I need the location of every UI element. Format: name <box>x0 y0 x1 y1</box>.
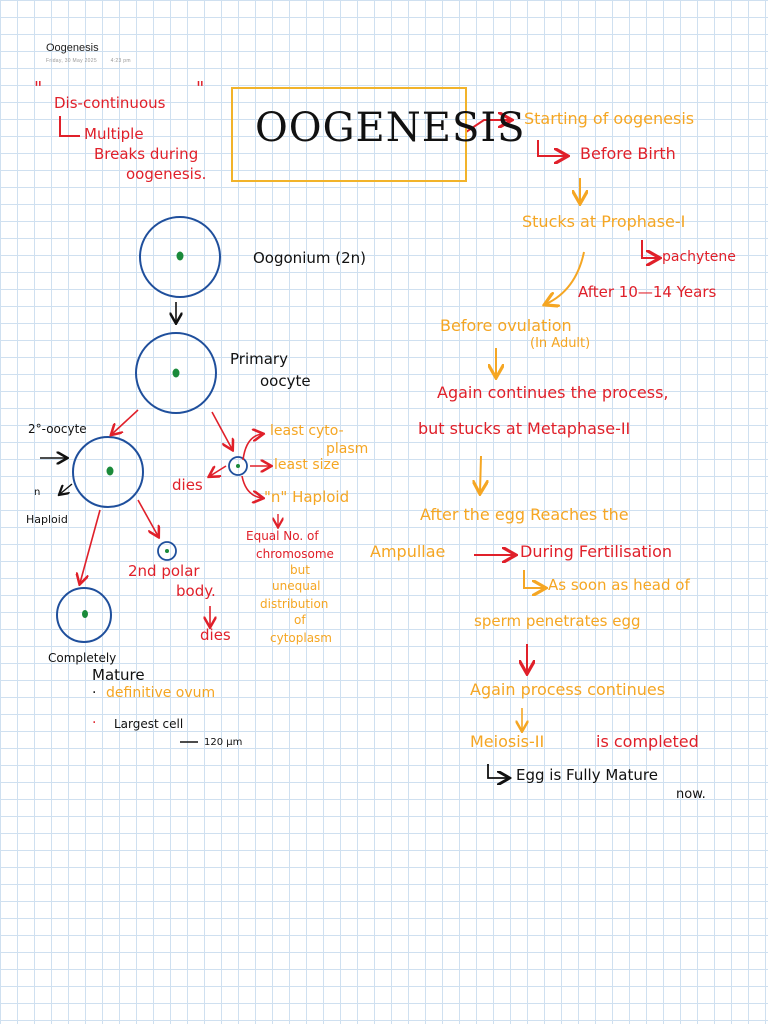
stucks-prophase-label: Stucks at Prophase-I <box>522 212 686 231</box>
equal-label: Equal No. of <box>246 529 319 543</box>
hook-as-soon <box>523 570 544 588</box>
body-label: body. <box>176 582 216 600</box>
hook-egg-mature <box>487 764 508 778</box>
n-label: n <box>34 487 41 498</box>
breaks-label: Breaks during <box>94 145 199 163</box>
secondary-oocyte-label: 2°-oocyte <box>28 422 87 436</box>
least-size-label: least size <box>274 457 340 473</box>
sperm-label: sperm penetrates egg <box>474 612 641 630</box>
first-polar-body-cell <box>228 456 248 476</box>
arrow-primary-to-secondary <box>112 409 139 434</box>
mature-label: Mature <box>92 666 145 684</box>
arrow-polar1-dies <box>210 465 227 476</box>
n-haploid-label: "n" Haploid <box>264 488 350 506</box>
but-label: but <box>290 563 310 577</box>
discontinuous-label: Dis-continuous <box>54 94 166 112</box>
hook-discontinuous <box>59 116 80 137</box>
primary-oocyte-cell <box>135 332 217 414</box>
oogonium-cell <box>139 216 221 298</box>
is-completed-label: is completed <box>596 732 699 751</box>
page-header: Oogenesis Friday, 30 May 2025 4:23 pm <box>46 42 143 64</box>
title-oogenesis: OOGENESIS <box>255 105 526 151</box>
distribution-label: distribution <box>260 597 329 611</box>
multiple-label: Multiple <box>84 125 144 143</box>
oocyte-label: oocyte <box>260 372 311 390</box>
arrow-prophase-to-years <box>546 251 585 304</box>
again-continues-label: Again continues the process, <box>437 383 669 402</box>
arrow-polar1-cyto <box>242 434 262 461</box>
quote-open: " <box>34 78 43 99</box>
title-box: OOGENESIS <box>231 87 525 182</box>
arrow-polar1-haploid <box>241 475 262 498</box>
page-time: 4:23 pm <box>110 58 131 64</box>
page-date: Friday, 30 May 2025 <box>46 58 97 64</box>
ampullae-label: Ampullae <box>370 542 446 561</box>
bullet-dot-b: · <box>92 715 97 731</box>
completely-label: Completely <box>48 651 117 665</box>
arrow-title-to-starting <box>465 120 510 133</box>
in-adult-label: (In Adult) <box>530 336 591 351</box>
during-fert-label: During Fertilisation <box>520 542 673 561</box>
plasm-label: plasm <box>326 441 369 457</box>
mature-ovum-cell <box>56 587 112 643</box>
of-label: of <box>294 613 306 627</box>
oogenesis-label: oogenesis. <box>126 165 207 183</box>
hook-pachytene <box>641 240 658 258</box>
now-label: now. <box>676 787 706 802</box>
unequal-label: unequal <box>272 579 321 593</box>
arrow-secondary-to-mature <box>80 509 101 583</box>
least-cyto-label: least cyto- <box>270 423 344 439</box>
second-polar-body-cell <box>157 541 177 561</box>
page-meta: Friday, 30 May 2025 4:23 pm <box>46 58 143 64</box>
hook-before-birth <box>537 140 566 156</box>
arrow-secondary-to-polar2 <box>137 499 158 536</box>
haploid-label: Haploid <box>26 513 68 526</box>
definitive-ovum-label: definitive ovum <box>106 685 216 701</box>
again-process-label: Again process continues <box>470 680 666 699</box>
as-soon-label: As soon as head of <box>548 576 690 594</box>
after-years-label: After 10—14 Years <box>578 283 717 301</box>
dies-left-label: dies <box>172 476 203 494</box>
largest-cell-label: Largest cell <box>114 717 184 731</box>
primary-label: Primary <box>230 350 288 368</box>
dies-bottom-label: dies <box>200 626 231 644</box>
egg-mature-label: Egg is Fully Mature <box>516 766 658 784</box>
secondary-oocyte-cell <box>72 436 144 508</box>
cytoplasm-label: cytoplasm <box>270 631 332 645</box>
quote-close: " <box>196 78 205 99</box>
after-egg-label: After the egg Reaches the <box>420 505 629 524</box>
before-birth-label: Before Birth <box>580 144 676 163</box>
size-label: 120 μm <box>204 737 243 748</box>
bullet-dot-a: · <box>92 685 97 701</box>
oogonium-label: Oogonium (2n) <box>253 249 366 267</box>
pachytene-label: pachytene <box>662 249 736 265</box>
polar-body-label: 2nd polar <box>128 562 200 580</box>
before-ovulation-label: Before ovulation <box>440 316 572 335</box>
meiosis-label: Meiosis-II <box>470 732 545 751</box>
arrow-metaphase-to-after <box>480 455 481 492</box>
but-stucks-label: but stucks at Metaphase-II <box>418 419 631 438</box>
chromosome-label: chromosome <box>256 547 334 561</box>
arrow-haploid <box>60 483 73 494</box>
page-title: Oogenesis <box>46 42 99 54</box>
starting-label: Starting of oogenesis <box>524 109 695 128</box>
arrow-primary-to-first-polar <box>211 411 232 449</box>
